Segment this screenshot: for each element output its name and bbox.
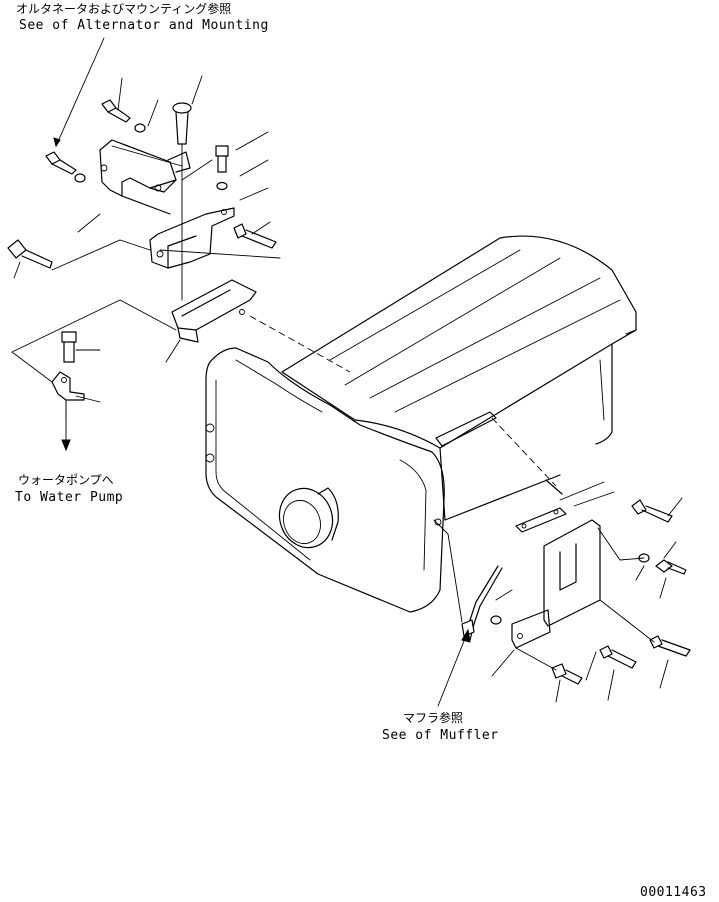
bolt-9 — [638, 553, 687, 575]
upper-bracket-assembly — [99, 139, 351, 373]
bolt-5 — [233, 223, 277, 249]
water-pump-callout-jp: ウォータポンプへ — [18, 473, 114, 487]
alternator-callout-en: See of Alternator and Mounting — [19, 18, 269, 33]
muffler-rod — [461, 565, 503, 641]
bolt-7 — [61, 331, 77, 363]
bolt-12 — [490, 615, 583, 685]
alternator-callout-jp: オルタネータおよびマウンティング参照 — [16, 2, 232, 16]
bolt-11 — [599, 645, 637, 669]
muffler-callout-jp: マフラ参照 — [403, 711, 464, 725]
leader-lines — [11, 37, 683, 707]
bolt-1 — [45, 151, 86, 183]
bolt-4 — [215, 145, 229, 191]
muffler-callout-en: See of Muffler — [382, 728, 499, 743]
engine-cover — [205, 235, 637, 613]
drawing-number: 00011463 — [640, 885, 707, 900]
clamp — [51, 371, 85, 401]
lower-right-bracket — [491, 417, 601, 649]
water-pump-callout-en: To Water Pump — [15, 490, 124, 505]
bolt-8 — [631, 499, 673, 523]
bolt-2 — [101, 99, 146, 133]
bolt-10 — [649, 635, 691, 657]
bolts — [7, 99, 691, 685]
bolt-6 — [7, 239, 53, 269]
bolt-3 — [172, 102, 192, 301]
